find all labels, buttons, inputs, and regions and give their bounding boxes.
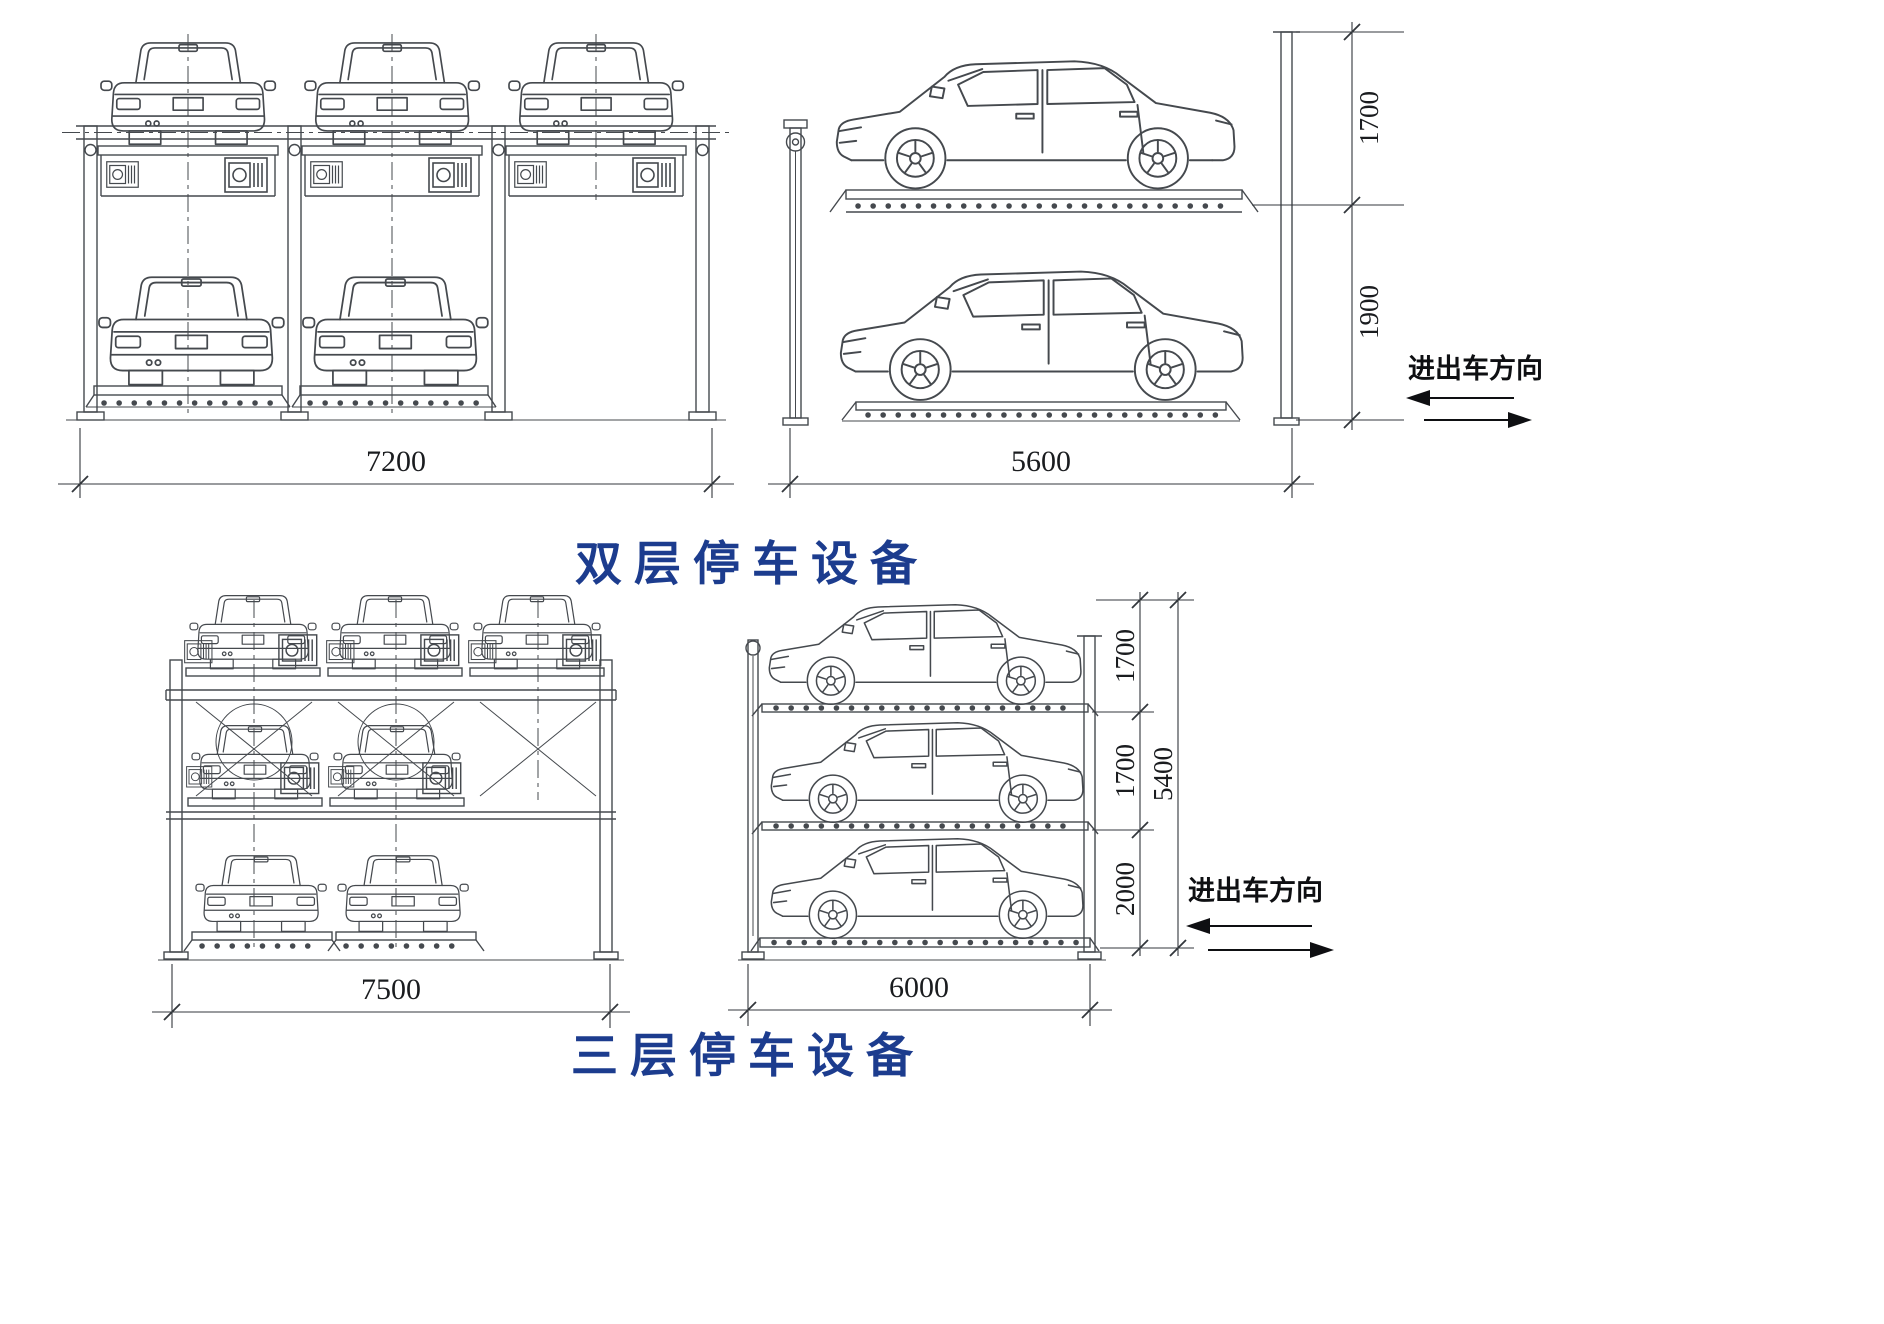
lower-pallet bbox=[85, 385, 291, 408]
hoist-machine bbox=[278, 634, 318, 667]
pulley-icon bbox=[745, 640, 761, 656]
dimension-level-heights: 1700 1700 2000 bbox=[1092, 591, 1194, 957]
direction-label: 进出车方向 bbox=[1188, 875, 1323, 906]
car-side-view bbox=[837, 61, 1235, 188]
column bbox=[741, 639, 765, 960]
column bbox=[782, 119, 809, 426]
dimension-front-width: 7500 bbox=[152, 964, 630, 1028]
platform-level1 bbox=[751, 703, 1099, 717]
lift-mechanism bbox=[195, 701, 597, 797]
arrow-right-icon bbox=[1424, 412, 1532, 428]
hoist-machine bbox=[420, 634, 460, 667]
arrow-right-icon bbox=[1208, 942, 1334, 958]
dim-label-front-width: 7500 bbox=[361, 973, 421, 1006]
arrow-left-icon bbox=[1406, 390, 1514, 406]
dimension-side-depth: 6000 bbox=[728, 964, 1112, 1026]
column bbox=[163, 659, 189, 960]
direction-indicator: 进出车方向 bbox=[1186, 875, 1334, 958]
dim-label-level2: 1700 bbox=[1110, 744, 1140, 798]
hoist-machine bbox=[186, 766, 213, 788]
top-deck bbox=[185, 667, 605, 677]
double-deck-side-view: 1700 1900 5600 进出车方向 bbox=[768, 22, 1543, 498]
dimension-total-height: 5400 bbox=[1148, 591, 1187, 957]
direction-indicator: 进出车方向 bbox=[1406, 353, 1543, 428]
lower-pallet bbox=[183, 931, 341, 952]
arrow-left-icon bbox=[1186, 918, 1312, 934]
car-side-view bbox=[769, 605, 1081, 705]
dim-label-side-depth: 5600 bbox=[1011, 445, 1071, 478]
dim-label-level3: 2000 bbox=[1110, 862, 1140, 916]
column bbox=[1077, 635, 1102, 960]
dim-label-level1: 1700 bbox=[1110, 629, 1140, 683]
hoist-machine bbox=[428, 157, 472, 193]
car-front-view bbox=[302, 276, 489, 386]
dimension-heights: 1700 1900 bbox=[1252, 22, 1404, 430]
dim-label-total-height: 5400 bbox=[1148, 747, 1178, 801]
dimension-front-width: 7200 bbox=[58, 428, 734, 498]
direction-label: 进出车方向 bbox=[1408, 353, 1543, 384]
car-front-view bbox=[98, 276, 285, 386]
column bbox=[1273, 31, 1300, 426]
dim-label-front-width: 7200 bbox=[366, 445, 426, 478]
dim-label-side-depth: 6000 bbox=[889, 971, 949, 1004]
section-title-triple-deck: 三层停车设备 bbox=[571, 1031, 925, 1083]
lower-platform bbox=[841, 401, 1241, 422]
column bbox=[484, 125, 513, 421]
pulley-icon bbox=[785, 132, 806, 152]
dim-label-upper-clearance: 1700 bbox=[1354, 91, 1384, 145]
section-title-double-deck: 双层停车设备 bbox=[575, 539, 929, 591]
hoist-machine bbox=[328, 766, 355, 788]
triple-deck-side-view: 1700 1700 2000 5400 6000 进出车方向 bbox=[728, 591, 1334, 1026]
lower-pallet bbox=[327, 931, 485, 952]
car-side-view bbox=[841, 272, 1243, 400]
hoist-machine bbox=[632, 157, 676, 193]
upper-platform bbox=[829, 189, 1259, 213]
double-deck-front-view: 7200 bbox=[58, 34, 734, 498]
main-beam bbox=[165, 689, 617, 701]
dim-label-lower-clearance: 1900 bbox=[1354, 285, 1384, 339]
platform-level3 bbox=[750, 937, 1100, 952]
hoist-machine bbox=[562, 634, 602, 667]
middle-deck bbox=[166, 797, 616, 820]
car-front-view bbox=[337, 855, 469, 932]
triple-deck-front-view: 7500 bbox=[152, 594, 630, 1028]
column bbox=[593, 659, 619, 960]
upper-pallet bbox=[301, 145, 483, 197]
platform-level2 bbox=[751, 821, 1099, 835]
column bbox=[688, 125, 717, 421]
hoist-machine bbox=[224, 157, 268, 193]
car-side-view bbox=[771, 839, 1083, 939]
car-front-view bbox=[195, 855, 327, 932]
top-beam bbox=[62, 125, 730, 140]
upper-pallet bbox=[97, 145, 279, 197]
lower-pallet bbox=[291, 385, 497, 408]
car-side-view bbox=[771, 723, 1083, 823]
hoist-machine bbox=[310, 161, 343, 188]
dimension-side-depth: 5600 bbox=[768, 428, 1314, 498]
hoist-machine bbox=[106, 161, 139, 188]
column bbox=[76, 125, 105, 421]
column bbox=[280, 125, 309, 421]
hoist-machine bbox=[514, 161, 547, 188]
upper-pallet bbox=[505, 145, 687, 197]
